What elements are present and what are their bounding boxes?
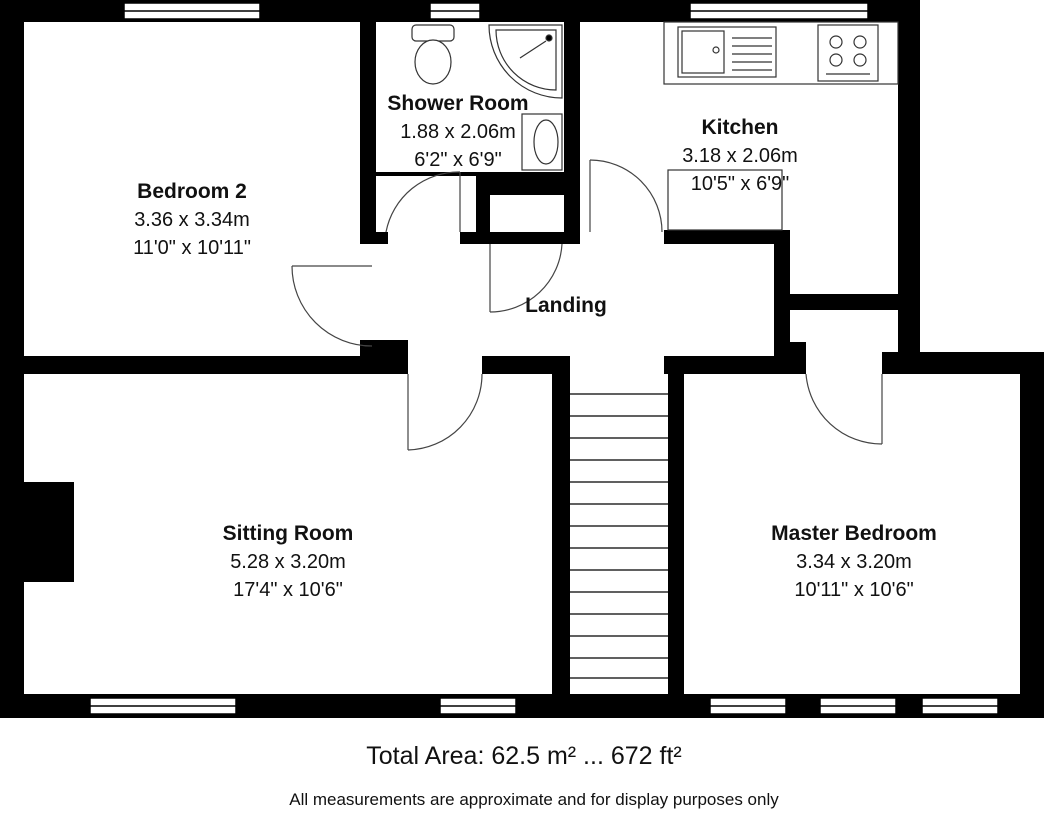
room-label-kitchen: Kitchen 3.18 x 2.06m 10'5" x 6'9": [682, 114, 798, 198]
chimney-breast-icon: [22, 482, 74, 582]
room-imperial: 10'11" x 10'6": [794, 579, 914, 601]
room-metric: 1.88 x 2.06m: [400, 121, 516, 143]
room-label-master-bedroom: Master Bedroom 3.34 x 3.20m 10'11" x 10'…: [771, 520, 937, 604]
window-shower: [429, 2, 481, 20]
window-master-2: [819, 697, 897, 715]
room-metric: 3.36 x 3.34m: [134, 209, 250, 231]
room-imperial: 10'5" x 6'9": [690, 173, 790, 195]
window-sitting-1: [89, 697, 237, 715]
windows: [89, 2, 999, 715]
basin-icon: [521, 113, 563, 171]
room-metric: 3.18 x 2.06m: [682, 145, 798, 167]
room-metric: 5.28 x 3.20m: [230, 551, 346, 573]
toilet-icon: [411, 24, 455, 85]
disclaimer: All measurements are approximate and for…: [289, 790, 779, 809]
door-sitting: [407, 373, 483, 451]
shower-tray-icon: [488, 24, 563, 99]
fixtures: [411, 21, 899, 231]
room-name: Sitting Room: [222, 522, 354, 545]
room-label-shower-room: Shower Room 1.88 x 2.06m 6'2" x 6'9": [387, 90, 528, 174]
room-imperial: 11'0" x 10'11": [133, 237, 251, 259]
room-name: Kitchen: [701, 116, 779, 139]
door-kitchen: [589, 159, 663, 233]
window-bedroom2: [123, 2, 261, 20]
room-imperial: 6'2" x 6'9": [414, 149, 502, 171]
room-name: Master Bedroom: [771, 522, 937, 545]
window-kitchen: [689, 2, 869, 20]
door-bedroom2: [291, 265, 373, 347]
window-master-1: [709, 697, 787, 715]
kitchen-sink-icon: [677, 26, 777, 78]
hob-icon: [817, 24, 879, 82]
room-imperial: 17'4" x 10'6": [233, 579, 343, 601]
door-master: [805, 373, 883, 445]
room-name: Bedroom 2: [137, 180, 247, 203]
window-sitting-2: [439, 697, 517, 715]
doors: [291, 159, 883, 451]
total-area: Total Area: 62.5 m² ... 672 ft²: [366, 742, 682, 770]
floor-plan: [0, 0, 1044, 718]
door-shower: [385, 171, 461, 233]
room-label-landing: Landing: [525, 292, 607, 320]
room-name: Shower Room: [387, 92, 529, 115]
room-name: Landing: [525, 294, 607, 317]
staircase-icon: [570, 393, 668, 679]
room-label-bedroom2: Bedroom 2 3.36 x 3.34m 11'0" x 10'11": [133, 178, 251, 262]
door-cupboard: [489, 243, 563, 313]
room-metric: 3.34 x 3.20m: [796, 551, 912, 573]
room-label-sitting-room: Sitting Room 5.28 x 3.20m 17'4" x 10'6": [223, 520, 354, 604]
window-master-3: [921, 697, 999, 715]
